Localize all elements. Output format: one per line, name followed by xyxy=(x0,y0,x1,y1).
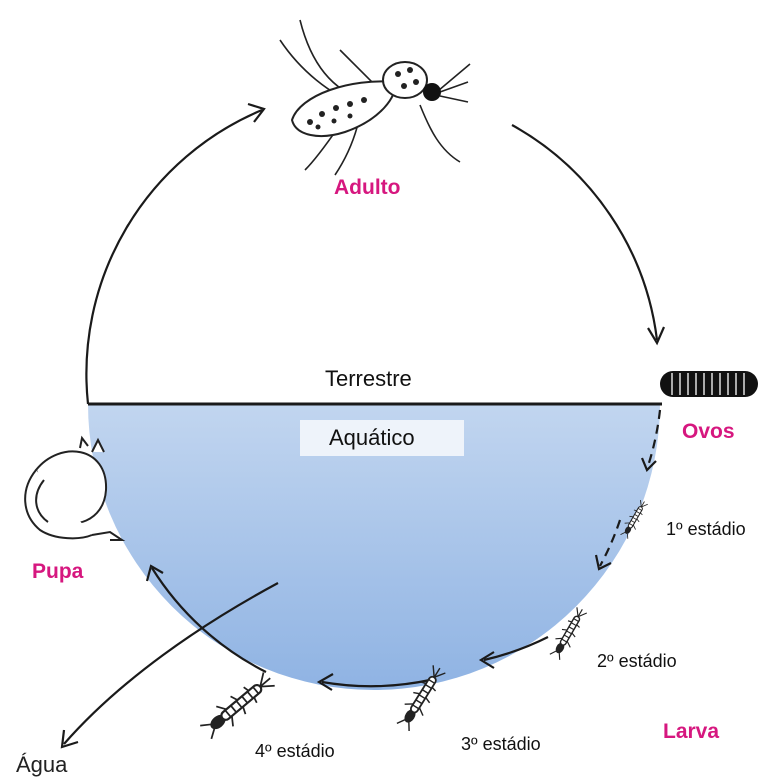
stage-label-adulto: Adulto xyxy=(334,176,400,200)
stage-label-pupa: Pupa xyxy=(32,560,83,584)
instar-label-second: 2º estádio xyxy=(597,651,677,672)
larva-icon xyxy=(197,668,278,742)
stage-label-larva: Larva xyxy=(663,720,719,744)
egg-raft-icon xyxy=(660,371,758,397)
instar-label-third: 3º estádio xyxy=(461,734,541,755)
exit-label-agua: Água xyxy=(16,752,67,778)
mosquito-adult-icon xyxy=(280,20,470,175)
stage-label-ovos: Ovos xyxy=(682,420,735,444)
zone-label-terrestre: Terrestre xyxy=(325,366,412,392)
instar-label-fourth: 4º estádio xyxy=(255,741,335,762)
zone-label-aquatico: Aquático xyxy=(329,425,415,451)
instar-label-first: 1º estádio xyxy=(666,519,746,540)
